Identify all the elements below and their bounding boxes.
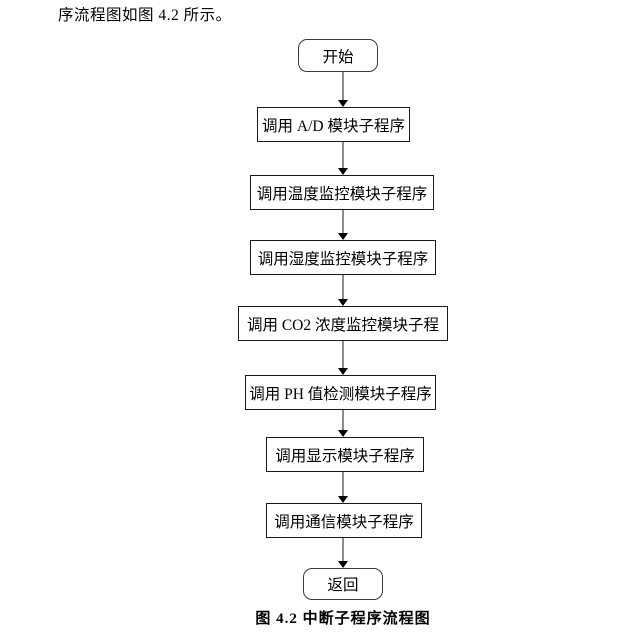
flow-node-co2-module: 调用 CO2 浓度监控模块子程 [238, 306, 448, 341]
arrow-down-icon [336, 341, 350, 375]
arrow-down-icon [336, 275, 350, 306]
arrow-down-icon [336, 210, 350, 240]
flow-node-comm-module: 调用通信模块子程序 [266, 503, 422, 538]
arrow-shaft [342, 538, 344, 562]
arrow-head-icon [338, 299, 348, 306]
arrow-head-icon [338, 168, 348, 175]
flow-node-return-label: 返回 [327, 577, 359, 594]
arrow-shaft [342, 341, 344, 369]
flow-node-ad-module-label: 调用 A/D 模块子程序 [262, 117, 405, 135]
flow-node-start: 开始 [298, 39, 378, 72]
arrow-shaft [342, 142, 344, 169]
flow-node-ph-module-label: 调用 PH 值检测模块子程序 [249, 385, 432, 403]
arrow-down-icon [336, 142, 350, 175]
flow-node-temperature-module: 调用温度监控模块子程序 [250, 175, 434, 210]
arrow-head-icon [338, 368, 348, 375]
figure-caption: 图 4.2 中断子程序流程图 [255, 611, 431, 627]
flow-node-co2-module-label: 调用 CO2 浓度监控模块子程 [246, 316, 440, 334]
arrow-down-icon [336, 472, 350, 503]
arrow-head-icon [338, 100, 348, 107]
page-intro-text: 序流程图如图 4.2 所示。 [58, 7, 232, 24]
arrow-head-icon [338, 430, 348, 437]
arrow-shaft [342, 410, 344, 431]
arrow-down-icon [336, 72, 350, 107]
flow-node-ph-module: 调用 PH 值检测模块子程序 [245, 375, 436, 410]
flow-node-display-module: 调用显示模块子程序 [266, 437, 424, 472]
arrow-down-icon [336, 538, 350, 568]
arrow-down-icon [336, 410, 350, 437]
flow-node-comm-module-label: 调用通信模块子程序 [274, 513, 414, 531]
arrow-head-icon [338, 561, 348, 568]
flow-node-display-module-label: 调用显示模块子程序 [275, 447, 415, 465]
flow-node-temperature-module-label: 调用温度监控模块子程序 [256, 185, 428, 203]
arrow-shaft [342, 472, 344, 497]
flow-node-humidity-module: 调用湿度监控模块子程序 [250, 240, 436, 275]
arrow-shaft [342, 72, 344, 101]
arrow-shaft [342, 210, 344, 234]
flow-node-return: 返回 [303, 568, 383, 600]
flow-node-humidity-module-label: 调用湿度监控模块子程序 [257, 250, 429, 268]
arrow-head-icon [338, 233, 348, 240]
flow-node-start-label: 开始 [322, 48, 354, 66]
flow-node-ad-module: 调用 A/D 模块子程序 [257, 107, 410, 142]
arrow-head-icon [338, 496, 348, 503]
arrow-shaft [342, 275, 344, 300]
